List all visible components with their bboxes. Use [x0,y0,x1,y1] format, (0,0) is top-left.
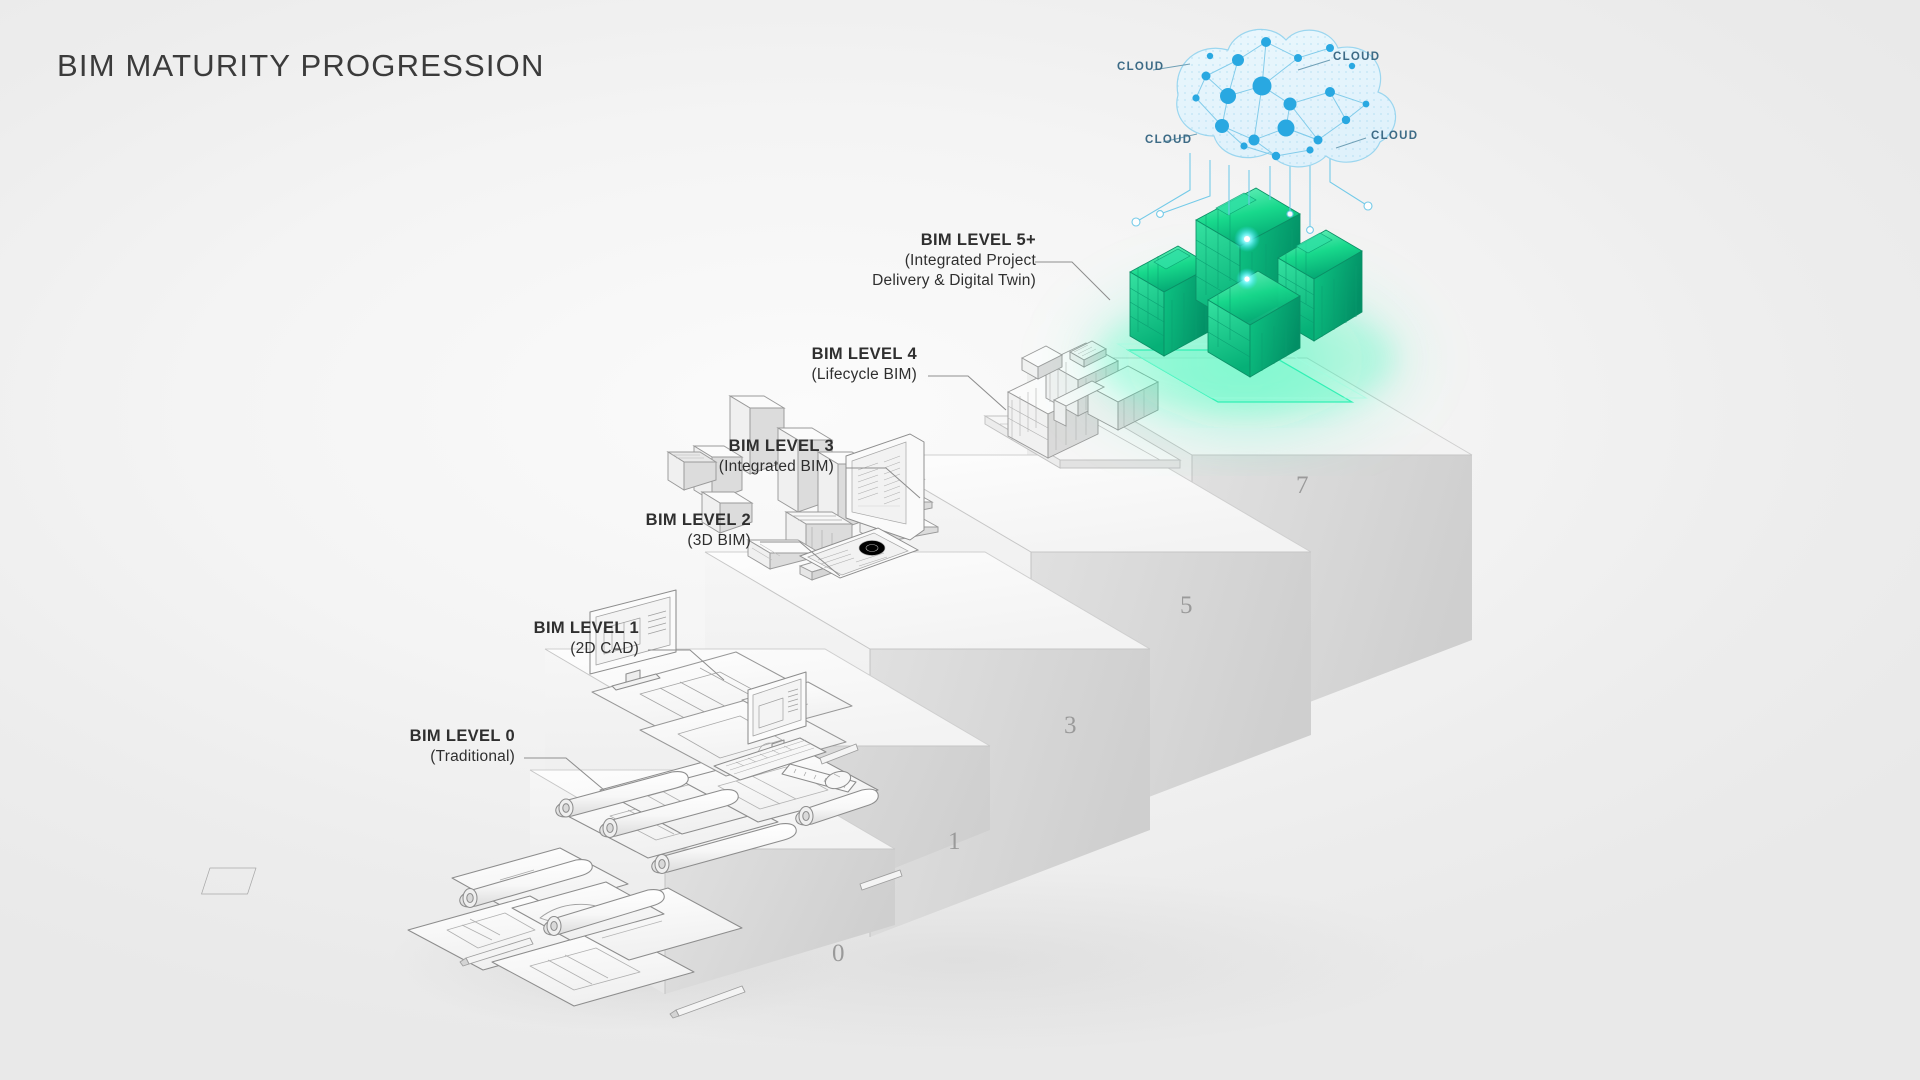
callout-level-3-title: BIM LEVEL 3 [728,437,834,455]
callout-level-4-title: BIM LEVEL 4 [811,345,917,363]
pencil [669,985,746,1019]
mouse [824,770,852,790]
pencil [459,937,534,967]
cloud-label-right-bottom: CLOUD [1371,130,1419,142]
keyboard [713,737,827,781]
data-panel [845,433,925,541]
digital-twin-accent-nodes [1234,226,1260,290]
page-title: BIM MATURITY PROGRESSION [57,48,545,83]
callout-level-1-title: BIM LEVEL 1 [533,619,639,637]
callout-level-1: BIM LEVEL 1 (2D CAD) [534,618,639,659]
cad-monitor-left [589,589,677,691]
blueprint-roll [543,889,665,937]
step-number-0: 0 [832,940,845,967]
callout-level-0-subtitle: (Traditional) [430,748,515,766]
blueprint-roll [795,788,879,827]
scene-level-2-3d-massing [666,395,939,581]
scene-level-0-paper-drawings [201,743,903,1019]
step-number-1: 1 [948,828,961,855]
callout-level-4-subtitle: (Lifecycle BIM) [811,366,917,384]
callout-level-5: BIM LEVEL 5+ (Integrated Project Deliver… [872,230,1036,291]
blueprint-roll [459,859,593,909]
step-number-7: 7 [1296,472,1309,499]
callout-level-3: BIM LEVEL 3 (Integrated BIM) [719,436,834,477]
cloud-network-graph [1176,28,1397,168]
scene-level-1-cad-workstation [589,589,853,790]
pencil [859,869,903,891]
callout-level-4: BIM LEVEL 4 (Lifecycle BIM) [812,344,918,385]
cloud-label-left-bottom: CLOUD [1145,134,1193,146]
step-number-3: 3 [1064,712,1077,739]
tablet [798,527,920,579]
callout-level-3-subtitle: (Integrated BIM) [718,458,834,476]
blueprint-roll [555,771,689,818]
cloud-connectors [1131,152,1373,234]
cloud-label-leaders [1152,59,1367,149]
blueprint-roll [651,823,797,875]
callout-leader-lines [524,261,1111,791]
pencil [819,743,859,765]
callout-level-5-subtitle-b: Delivery & Digital Twin) [872,271,1036,289]
callout-level-0-title: BIM LEVEL 0 [409,727,515,745]
callout-level-1-subtitle: (2D CAD) [570,640,639,658]
callout-level-2: BIM LEVEL 2 (3D BIM) [646,510,751,551]
scene-level-5-digital-twin [1116,187,1368,403]
callout-level-2-title: BIM LEVEL 2 [645,511,751,529]
cloud-label-left-top: CLOUD [1117,61,1165,73]
callout-level-5-subtitle-a: (Integrated Project [904,252,1036,270]
blueprint-roll [599,789,739,839]
cloud-label-right-top: CLOUD [1333,51,1381,63]
callout-level-0: BIM LEVEL 0 (Traditional) [410,726,515,767]
callout-level-2-subtitle: (3D BIM) [687,532,751,550]
step-number-5: 5 [1180,592,1193,619]
callout-level-5-title: BIM LEVEL 5+ [920,231,1036,249]
